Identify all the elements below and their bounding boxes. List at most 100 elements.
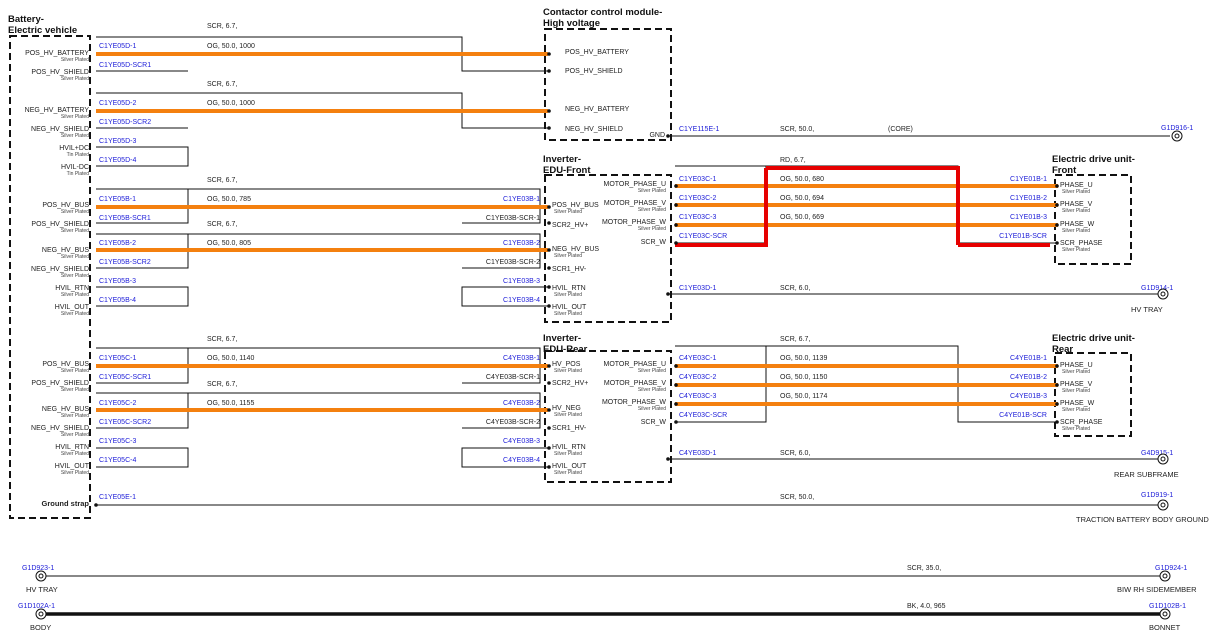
- ground-eyelets: [35, 130, 1183, 620]
- wire-spec: OG, 50.0, 1139: [780, 355, 827, 362]
- ground-eyelet-icon[interactable]: [35, 570, 47, 582]
- hvil-loop: [461, 286, 548, 307]
- pin-neg-hv-shield: NEG_HV_SHIELD: [31, 126, 89, 133]
- connector-label[interactable]: C1YE05D-2: [99, 100, 136, 107]
- connector-label[interactable]: C1YE03C-3: [679, 214, 716, 221]
- connector-label[interactable]: C1YE05C-2: [99, 400, 136, 407]
- connector-label[interactable]: C4YE01B-1: [1010, 355, 1047, 362]
- connector-label[interactable]: G1D923-1: [22, 565, 54, 572]
- connector-label[interactable]: G1D102A-1: [18, 603, 55, 610]
- connector-label[interactable]: G1D102B-1: [1149, 603, 1186, 610]
- wire-spec: OG, 50.0, 805: [207, 240, 251, 247]
- battery-title-line2: Electric vehicle: [8, 25, 77, 36]
- pin-ccm-pos-hv-battery: POS_HV_BATTERY: [565, 49, 629, 56]
- contactor-title-line1: Contactor control module-: [543, 7, 662, 18]
- ground-eyelet-icon[interactable]: [1159, 608, 1171, 620]
- ground-eyelet-icon[interactable]: [1171, 130, 1183, 142]
- connector-label[interactable]: C1YE05D-4: [99, 157, 136, 164]
- edu-front-title-line2: Front: [1052, 165, 1077, 176]
- wire-spec: OG, 50.0, 669: [780, 214, 824, 221]
- connector-label[interactable]: C1YE05B-SCR2: [99, 259, 151, 266]
- pin-neg-hv-shield-front: NEG_HV_SHIELD: [31, 266, 89, 273]
- ground-eyelet-icon[interactable]: [35, 608, 47, 620]
- pin-inv-hvil-out: HVIL_OUT: [552, 463, 587, 470]
- pin-ccm-gnd: GND: [649, 132, 665, 139]
- connector-label[interactable]: C4YE01B-3: [1010, 393, 1047, 400]
- connector-label[interactable]: C1YE05B-1: [99, 196, 136, 203]
- connector-label[interactable]: C4YE01B-2: [1010, 374, 1047, 381]
- shield-wire: [675, 346, 767, 423]
- connector-label[interactable]: C1YE03C-SCR: [679, 233, 727, 240]
- ground-eyelet-icon[interactable]: [1159, 570, 1171, 582]
- pin-inv-hvil-rtn: HVIL_RTN: [552, 285, 586, 292]
- connector-label[interactable]: C1YE05B-SCR1: [99, 215, 151, 222]
- inverter-rear-box: [544, 350, 672, 483]
- pin-hvil-out-rear: HVIL_OUT: [55, 463, 90, 470]
- connector-label[interactable]: C4YE03D-1: [679, 450, 716, 457]
- connector-label[interactable]: C1YE03D-1: [679, 285, 716, 292]
- connector-label[interactable]: C4YE03B-SCR-1: [486, 374, 540, 381]
- connector-label[interactable]: C4YE03B-1: [503, 355, 540, 362]
- ground-eyelet-icon[interactable]: [1157, 453, 1169, 465]
- connector-label[interactable]: C1YE05C-1: [99, 355, 136, 362]
- pin-hvil-dc-minus: HVIL-DC: [61, 164, 89, 171]
- connector-label[interactable]: C1YE01B-2: [1010, 195, 1047, 202]
- connector-label[interactable]: C1YE05C-4: [99, 457, 136, 464]
- plating-label: Silver Plated: [554, 368, 582, 374]
- inverter-front-box: [544, 174, 672, 323]
- connector-label[interactable]: C4YE03C-SCR: [679, 412, 727, 419]
- battery-electric-vehicle: Battery- Electric vehicle: [8, 14, 91, 519]
- connector-label[interactable]: C4YE03B-3: [503, 438, 540, 445]
- connector-label[interactable]: C4YE01B-SCR: [999, 412, 1047, 419]
- connector-label[interactable]: C4YE03C-1: [679, 355, 716, 362]
- connector-label[interactable]: C1YE03C-2: [679, 195, 716, 202]
- connector-label[interactable]: C1YE03C-1: [679, 176, 716, 183]
- plating-label: Silver Plated: [1062, 407, 1090, 413]
- connector-label[interactable]: C1YE05B-4: [99, 297, 136, 304]
- connector-label[interactable]: C4YE03B-2: [503, 400, 540, 407]
- plating-label: Silver Plated: [554, 311, 582, 317]
- connector-label[interactable]: C1YE05C-SCR2: [99, 419, 151, 426]
- connector-label[interactable]: G1D919-1: [1141, 492, 1173, 499]
- connector-label[interactable]: C1YE05C-3: [99, 438, 136, 445]
- wire-spec: SCR, 35.0,: [907, 565, 941, 572]
- ground-eyelet-icon[interactable]: [1157, 499, 1169, 511]
- connector-label[interactable]: C1YE03B-SCR-1: [486, 215, 540, 222]
- connector-label[interactable]: C1YE05B-2: [99, 240, 136, 247]
- connector-label[interactable]: C1YE01B-SCR: [999, 233, 1047, 240]
- battery-to-contactor-wiring: SCR, 6.7, OG, 50.0, 1000 SCR, 6.7, OG, 5…: [96, 23, 1193, 167]
- connector-label[interactable]: G1D916-1: [1161, 125, 1193, 132]
- connector-label[interactable]: G4D915-1: [1141, 450, 1173, 457]
- plating-label: Silver Plated: [638, 406, 666, 412]
- connector-label[interactable]: C1YE05D-SCR2: [99, 119, 151, 126]
- connector-label[interactable]: C1YE05E-1: [99, 494, 136, 501]
- contactor-title-line2: High voltage: [543, 18, 600, 29]
- connector-label[interactable]: C1YE05D-3: [99, 138, 136, 145]
- connector-label[interactable]: C1YE03B-2: [503, 240, 540, 247]
- connector-label[interactable]: C1YE01B-3: [1010, 214, 1047, 221]
- pin-motor-phase-v: MOTOR_PHASE_V: [604, 380, 666, 387]
- connector-label[interactable]: C1YE05C-SCR1: [99, 374, 151, 381]
- plating-label: Silver Plated: [554, 253, 582, 259]
- pin-neg-hv-bus-rear: NEG_HV_BUS: [42, 406, 89, 413]
- connector-label[interactable]: C1YE03B-1: [503, 196, 540, 203]
- connector-label[interactable]: C1YE115E-1: [679, 126, 719, 133]
- connector-label[interactable]: C1YE01B-1: [1010, 176, 1047, 183]
- plating-label: Tin Plated: [67, 152, 90, 158]
- connector-label[interactable]: C4YE03C-3: [679, 393, 716, 400]
- plating-label: Silver Plated: [61, 413, 89, 419]
- connector-label[interactable]: C1YE03B-3: [503, 278, 540, 285]
- connector-label[interactable]: C1YE05B-3: [99, 278, 136, 285]
- connector-label[interactable]: C1YE03B-4: [503, 297, 540, 304]
- connector-label[interactable]: C1YE05D-SCR1: [99, 62, 151, 69]
- connector-label[interactable]: C4YE03C-2: [679, 374, 716, 381]
- ground-location: BIW RH SIDEMEMBER: [1117, 585, 1197, 594]
- ground-eyelet-icon[interactable]: [1157, 288, 1169, 300]
- connector-label[interactable]: C4YE03B-SCR-2: [486, 419, 540, 426]
- connector-label[interactable]: C1YE05D-1: [99, 43, 136, 50]
- connector-label[interactable]: C4YE03B-4: [503, 457, 540, 464]
- connector-label[interactable]: C1YE03B-SCR-2: [486, 259, 540, 266]
- connector-label[interactable]: G1D914-1: [1141, 285, 1173, 292]
- plating-label: Silver Plated: [554, 209, 582, 215]
- connector-label[interactable]: G1D924-1: [1155, 565, 1187, 572]
